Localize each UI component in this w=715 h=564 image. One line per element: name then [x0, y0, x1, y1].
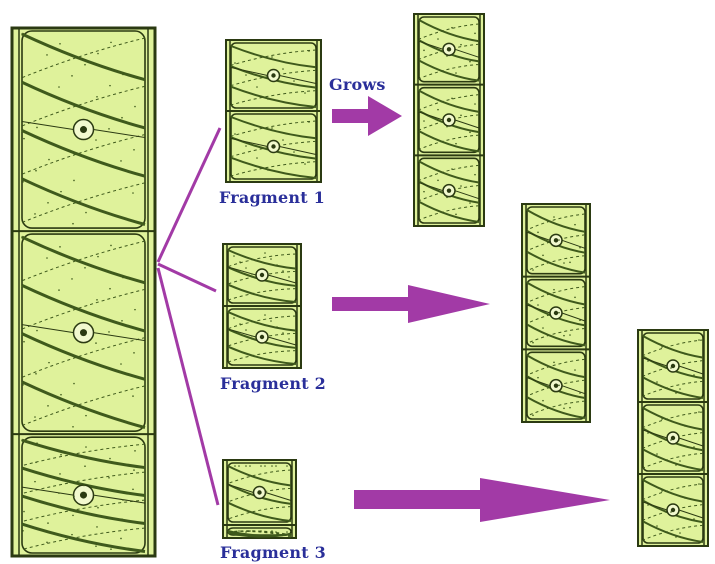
growth-arrow-3	[354, 478, 610, 522]
fragmentation-lines	[158, 128, 220, 505]
growth-arrow-2	[332, 285, 490, 323]
split-line-1	[158, 128, 220, 262]
grows-label: Grows	[329, 75, 386, 94]
fragment-2-label: Fragment 2	[220, 374, 326, 393]
fragment-1-label: Fragment 1	[219, 188, 325, 207]
fragment-3-label: Fragment 3	[220, 543, 326, 562]
grown-filament-3	[638, 330, 708, 546]
split-line-2	[158, 264, 216, 291]
grown-filament-2	[522, 204, 590, 422]
fragment-3-filament	[223, 460, 296, 538]
fragment-2-filament	[223, 244, 301, 368]
parent-filament	[12, 28, 155, 556]
fragment-1-filament	[226, 40, 321, 182]
grown-filament-1	[414, 14, 484, 226]
split-line-3	[158, 268, 218, 505]
growth-arrow-1	[332, 96, 402, 136]
